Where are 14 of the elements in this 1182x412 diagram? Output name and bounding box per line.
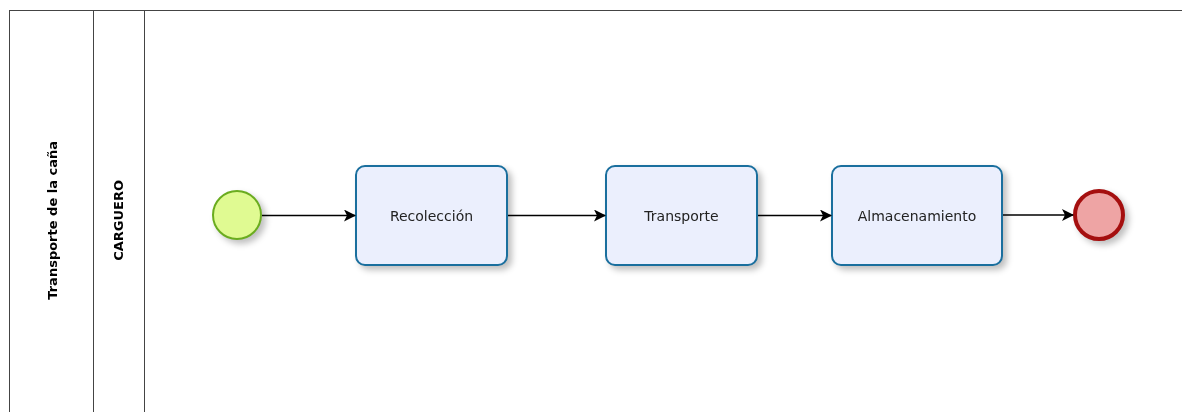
task-label: Recolección [389,207,474,224]
task-label: Transporte [644,207,719,224]
task-label: Almacenamiento [857,207,977,224]
task-box [605,165,758,266]
start-event-circle [212,190,262,240]
end-event-circle [1073,189,1125,241]
pool-label: Transporte de la caña [44,141,60,300]
lane-label: CARGUERO [111,179,126,261]
sequence-flow-arrow [507,209,606,222]
task-box [355,165,508,266]
sequence-flow-arrow [757,209,832,222]
task-box [831,165,1003,266]
sequence-flow-arrow [1002,209,1074,221]
sequence-flow-arrow [261,209,356,222]
